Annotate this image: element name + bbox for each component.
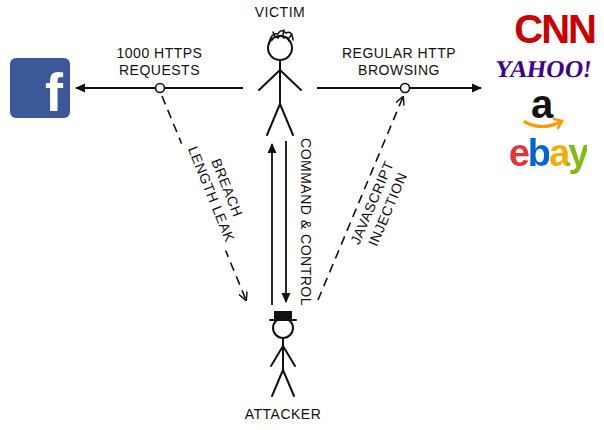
victim-figure-drawing — [245, 4, 315, 138]
cnn-logo: CNN — [509, 6, 600, 52]
node-text: ATTACKER — [245, 406, 322, 422]
node-text: VICTIM — [255, 4, 305, 20]
edge-label: REGULAR HTTP BROWSING — [332, 44, 466, 80]
node-text: ebay — [509, 133, 588, 175]
node-text: a — [531, 84, 553, 124]
leak-label: BREACH LENGTH LEAK — [181, 131, 257, 252]
attacker-figure: ATTACKER — [238, 308, 328, 422]
connector-arrow — [271, 144, 273, 305]
injection-label: JAVASCRIPT INJECTION — [341, 146, 419, 267]
connector-arrow — [317, 87, 481, 89]
edge-label: 1000 HTTPS REQUESTS — [102, 44, 218, 80]
ebay-logo: ebay — [500, 132, 596, 176]
attacker-figure-drawing — [238, 308, 328, 400]
connector-arrow — [285, 141, 287, 302]
node-text: YAHOO! — [493, 57, 593, 81]
victim-figure: VICTIM — [245, 4, 315, 138]
amazon-logo: a — [487, 84, 597, 132]
edge-label: COMMAND & CONTROL — [297, 136, 316, 308]
facebook-logo: f — [10, 58, 70, 118]
tap-point — [401, 84, 410, 93]
node-text: CNN — [514, 9, 595, 49]
yahoo-logo: YAHOO! — [484, 54, 602, 84]
tap-point — [156, 84, 165, 93]
node-text: f — [45, 68, 63, 118]
